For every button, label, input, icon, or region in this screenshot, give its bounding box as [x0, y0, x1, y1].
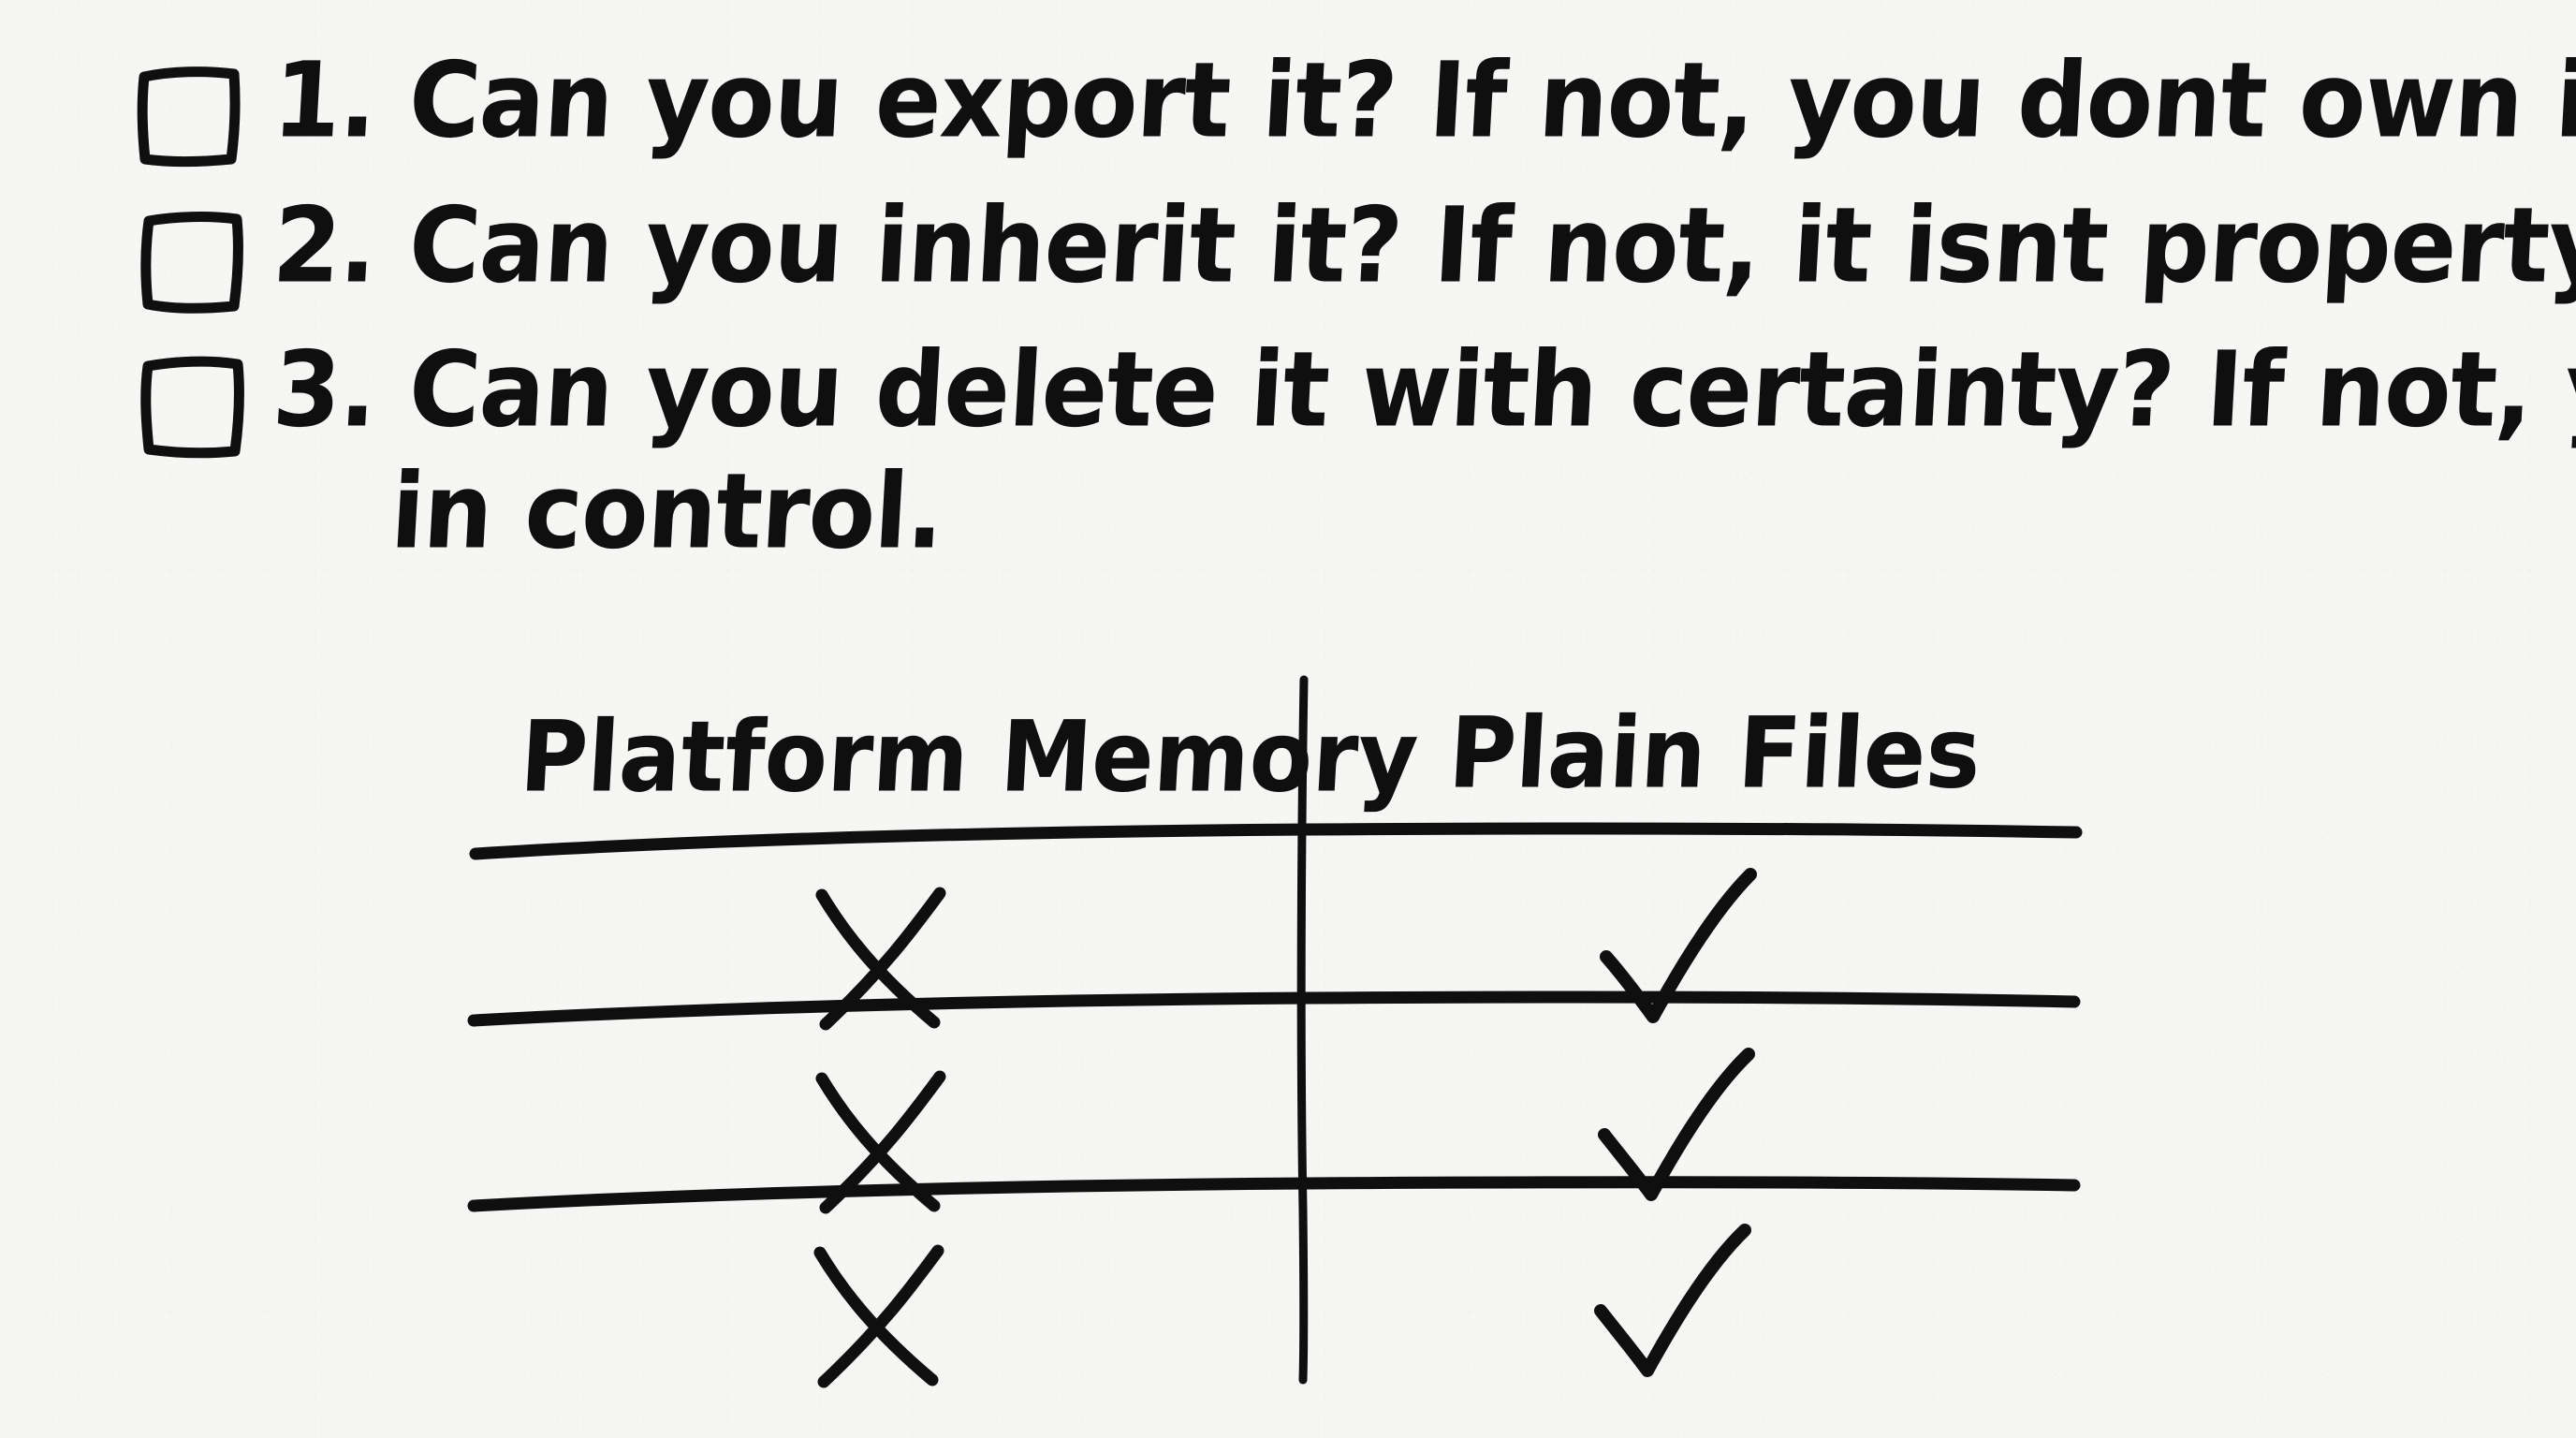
cross-mark-icon	[799, 1236, 959, 1395]
table-rule-1	[467, 990, 2081, 1027]
cross-mark-icon	[803, 880, 962, 1039]
check-mark-icon	[1591, 868, 1757, 1028]
checkbox-empty-icon[interactable]	[140, 210, 245, 315]
table-rule-header	[469, 822, 2083, 860]
checkbox-empty-icon[interactable]	[140, 354, 245, 459]
table-rule-2	[467, 1176, 2081, 1212]
cross-mark-icon	[801, 1064, 960, 1223]
checkbox-empty-icon[interactable]	[137, 64, 242, 169]
check-mark-icon	[1586, 1224, 1751, 1384]
check-mark-icon	[1589, 1048, 1755, 1208]
table-vertical-divider	[1296, 675, 1309, 1385]
